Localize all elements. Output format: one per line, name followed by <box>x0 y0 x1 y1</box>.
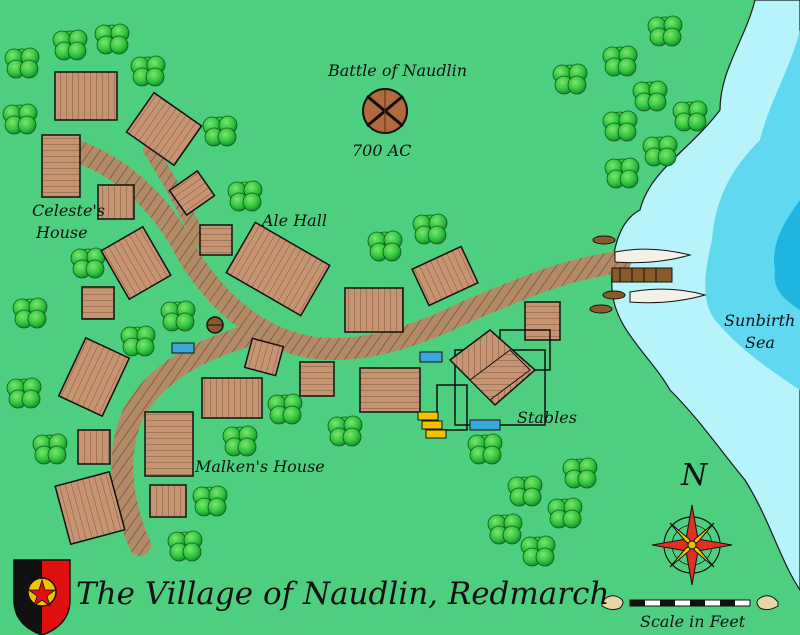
tree-icon <box>267 393 303 425</box>
tree-icon <box>222 425 258 457</box>
building <box>225 221 331 317</box>
scale-bar <box>601 595 779 611</box>
tree-icon <box>642 135 678 167</box>
tree-icon <box>520 535 556 567</box>
sea-mid <box>705 30 800 390</box>
building <box>359 367 421 413</box>
road-main <box>49 134 631 360</box>
tree-icon <box>52 29 88 61</box>
tree-icon <box>167 530 203 562</box>
road-south <box>111 324 261 556</box>
battle-label: Battle of Naudlin <box>328 61 468 80</box>
tree-icon <box>602 45 638 77</box>
sea-deep <box>774 200 800 310</box>
tree-icon <box>632 80 668 112</box>
map-title: The Village of Naudlin, Redmarch <box>76 576 610 612</box>
building <box>97 184 135 220</box>
building <box>201 377 263 419</box>
building <box>411 245 479 307</box>
tree-icon <box>327 415 363 447</box>
compass-rose-icon <box>651 504 733 586</box>
tree-icon <box>94 23 130 55</box>
tree-icon <box>487 513 523 545</box>
tree-icon <box>367 230 403 262</box>
celeste-label-line2: House <box>36 223 88 242</box>
building <box>100 225 172 301</box>
tree-icon <box>202 115 238 147</box>
crates <box>417 411 447 439</box>
tree-icon <box>12 297 48 329</box>
celeste-label-line1: Celeste's <box>32 201 106 220</box>
scale-label: Scale in Feet <box>640 612 746 631</box>
building <box>54 71 118 121</box>
building <box>524 301 561 341</box>
trough <box>171 342 195 354</box>
building <box>149 484 187 518</box>
building <box>299 361 335 397</box>
building <box>77 429 111 465</box>
battle-date-label: 700 AC <box>352 141 412 160</box>
tree-icon <box>647 15 683 47</box>
tree-icon <box>192 485 228 517</box>
building <box>41 134 81 198</box>
building <box>144 411 194 477</box>
trough <box>419 351 443 363</box>
ale-hall-label: Ale Hall <box>262 211 327 230</box>
tree-icon <box>552 63 588 95</box>
tree-icon <box>160 300 196 332</box>
tree-icon <box>4 47 40 79</box>
trees <box>2 15 708 567</box>
stables-building <box>436 329 551 431</box>
tree-icon <box>467 433 503 465</box>
tree-icon <box>672 100 708 132</box>
tree-icon <box>547 497 583 529</box>
building <box>57 336 131 418</box>
buildings <box>41 71 561 546</box>
tree-icon <box>604 157 640 189</box>
tree-icon <box>120 325 156 357</box>
building <box>168 169 216 217</box>
building <box>81 286 115 320</box>
sea-label-line1: Sunbirth <box>724 311 796 330</box>
malken-house-label: Malken's House <box>195 457 325 476</box>
tree-icon <box>602 110 638 142</box>
battle-marker-icon <box>362 88 408 134</box>
heraldic-shield-icon <box>13 559 71 635</box>
stables-label: Stables <box>517 408 577 427</box>
compass-north-label: N <box>681 458 708 493</box>
building <box>125 91 203 167</box>
building <box>54 470 126 546</box>
tree-icon <box>507 475 543 507</box>
building <box>243 337 285 377</box>
tree-icon <box>562 457 598 489</box>
tree-icon <box>227 180 263 212</box>
tree-icon <box>130 55 166 87</box>
tree-icon <box>2 103 38 135</box>
boats <box>589 235 707 314</box>
building <box>344 287 404 333</box>
tree-icon <box>412 213 448 245</box>
tree-icon <box>32 433 68 465</box>
tree-icon <box>70 247 106 279</box>
sea-label-line2: Sea <box>745 333 775 352</box>
building <box>199 224 233 256</box>
tree-icon <box>6 377 42 409</box>
dock <box>611 267 673 283</box>
